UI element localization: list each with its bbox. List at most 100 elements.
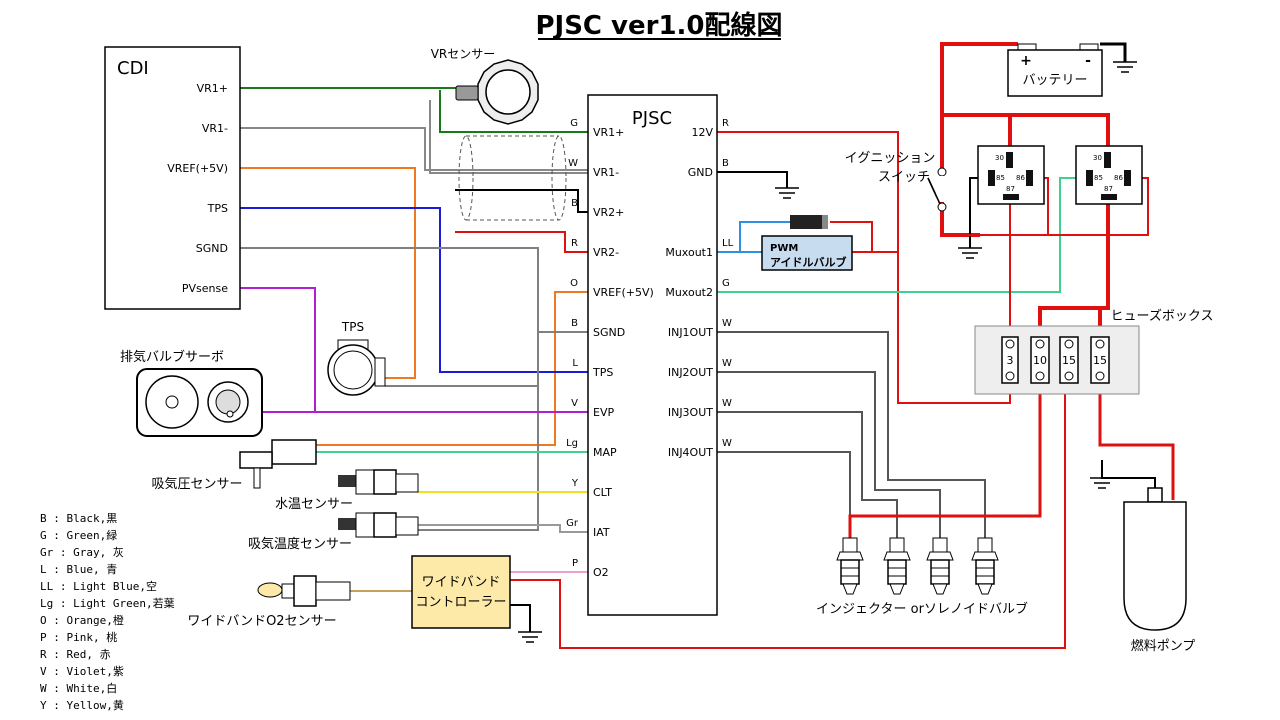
wire-code: W	[568, 158, 578, 169]
controller-label-1: ワイドバンド	[422, 575, 501, 590]
pwm-label-1: PWM	[770, 243, 798, 254]
pjsc-pin: IAT	[593, 526, 610, 539]
wire-code: W	[722, 398, 732, 409]
relay-label-85: 85	[996, 174, 1005, 182]
shield-lines	[458, 135, 567, 221]
wire-battery-gnd	[1100, 42, 1127, 62]
injectors: インジェクター orソレノイドバルブ	[816, 537, 1028, 617]
relay-pin-87	[1003, 194, 1019, 200]
battery-minus: -	[1085, 53, 1091, 69]
wire-code: R	[571, 238, 578, 249]
wires	[240, 42, 1175, 649]
fuse: 3	[1001, 336, 1019, 384]
pjsc-pin: O2	[593, 566, 609, 579]
legend-entry: LL : Light Blue,空	[40, 579, 157, 593]
wire-vr1minus-shield	[429, 100, 588, 174]
wire-code: B	[571, 198, 578, 209]
pjsc-pin: VREF(+5V)	[593, 286, 654, 299]
relay-label-30: 30	[995, 154, 1004, 162]
clt-hex	[373, 469, 397, 495]
diode-icon	[790, 215, 828, 229]
relay-label-86: 86	[1114, 174, 1123, 182]
tps-connector	[374, 357, 386, 387]
intake-temp-sensor: 吸気温度センサー	[248, 512, 419, 552]
pjsc-pin: VR1-	[593, 166, 619, 179]
injectors-label: インジェクター orソレノイドバルブ	[816, 601, 1028, 617]
wire-inj1	[717, 331, 986, 540]
map-sensor-body	[239, 451, 273, 469]
pjsc-pin: EVP	[593, 406, 614, 419]
pjsc-pin: INJ3OUT	[668, 406, 713, 419]
wire-gnd	[717, 171, 788, 188]
legend-entry: V : Violet,紫	[40, 665, 124, 678]
wire-diode-red	[830, 221, 873, 253]
relay-pin-86	[1026, 170, 1033, 186]
wire-evp	[240, 287, 588, 413]
wire-battery	[940, 42, 1018, 237]
o2-thread	[281, 583, 295, 599]
relay-pin-85	[988, 170, 995, 186]
vr-sensor-label: VRセンサー	[431, 47, 496, 61]
wire-tps	[240, 207, 588, 373]
pjsc-pin: MAP	[593, 446, 617, 459]
relay-pin-86	[1124, 170, 1131, 186]
wire-code: V	[571, 398, 578, 409]
cdi-label: CDI	[117, 58, 149, 79]
battery-plus: +	[1020, 53, 1032, 69]
pjsc-label: PJSC	[632, 108, 672, 129]
fuse-box-label: ヒューズボックス	[1111, 308, 1214, 324]
controller-label-2: コントローラー	[415, 595, 506, 610]
battery-label: バッテリー	[1022, 73, 1087, 88]
iat-tip	[338, 518, 356, 530]
pjsc-pin: INJ4OUT	[668, 446, 713, 459]
battery-terminal-minus	[1079, 43, 1099, 51]
switch-contact-bottom	[937, 202, 947, 212]
pjsc-pin: 12V	[691, 126, 713, 139]
pjsc-pin: Muxout1	[665, 246, 713, 259]
pjsc-pin: INJ1OUT	[668, 326, 713, 339]
wire-code: B	[571, 318, 578, 329]
map-sensor: 吸気圧センサー	[151, 439, 317, 492]
fuse: 15	[1090, 336, 1110, 384]
wideband-o2-sensor-label: ワイドバンドO2センサー	[187, 614, 336, 629]
tps-label: TPS	[341, 320, 364, 334]
injector-icon	[926, 537, 954, 595]
o2-body	[315, 581, 351, 601]
fuse: 10	[1030, 336, 1050, 384]
fuse-rating: 3	[1007, 354, 1014, 367]
wire-inj3	[717, 411, 898, 540]
pjsc-pin: CLT	[593, 486, 612, 499]
cdi-pin: TPS	[207, 202, 228, 215]
servo-hub	[165, 395, 179, 409]
shield-right	[551, 135, 567, 221]
fuel-pump-label: 燃料ポンプ	[1131, 638, 1196, 654]
vr-sensor: VRセンサー	[431, 47, 539, 125]
ground-icon	[518, 631, 542, 643]
wire-code: W	[722, 318, 732, 329]
pwm-idle-valve: PWM アイドルバルブ	[761, 235, 853, 271]
switch-gap	[936, 176, 948, 202]
relay-pin-30	[1006, 152, 1013, 168]
ground-icon	[1090, 477, 1114, 489]
pjsc-box	[587, 94, 718, 616]
relay-pin-87	[1101, 194, 1117, 200]
wire-code: W	[722, 438, 732, 449]
vr-sensor-connector	[455, 85, 479, 101]
tps-body	[327, 344, 379, 396]
wire-sgnd	[240, 247, 588, 333]
relay-label-85: 85	[1094, 174, 1103, 182]
diagram-title: PJSC ver1.0配線図	[535, 10, 782, 41]
legend-entry: Lg : Light Green,若葉	[40, 596, 175, 610]
wire-code: R	[722, 118, 729, 129]
wire-code: W	[722, 358, 732, 369]
water-temp-sensor: 水温センサー	[275, 469, 419, 512]
wideband-o2-sensor: ワイドバンドO2センサー	[187, 575, 351, 629]
map-sensor-connector	[271, 439, 317, 465]
cdi-pin: VR1-	[202, 122, 228, 135]
cdi-pin: VR1+	[197, 82, 228, 95]
wire-vr2plus	[455, 189, 588, 213]
wire-code: P	[572, 558, 578, 569]
battery-terminal-plus	[1017, 43, 1037, 51]
wire-pjsc-vr1plus	[439, 90, 588, 133]
